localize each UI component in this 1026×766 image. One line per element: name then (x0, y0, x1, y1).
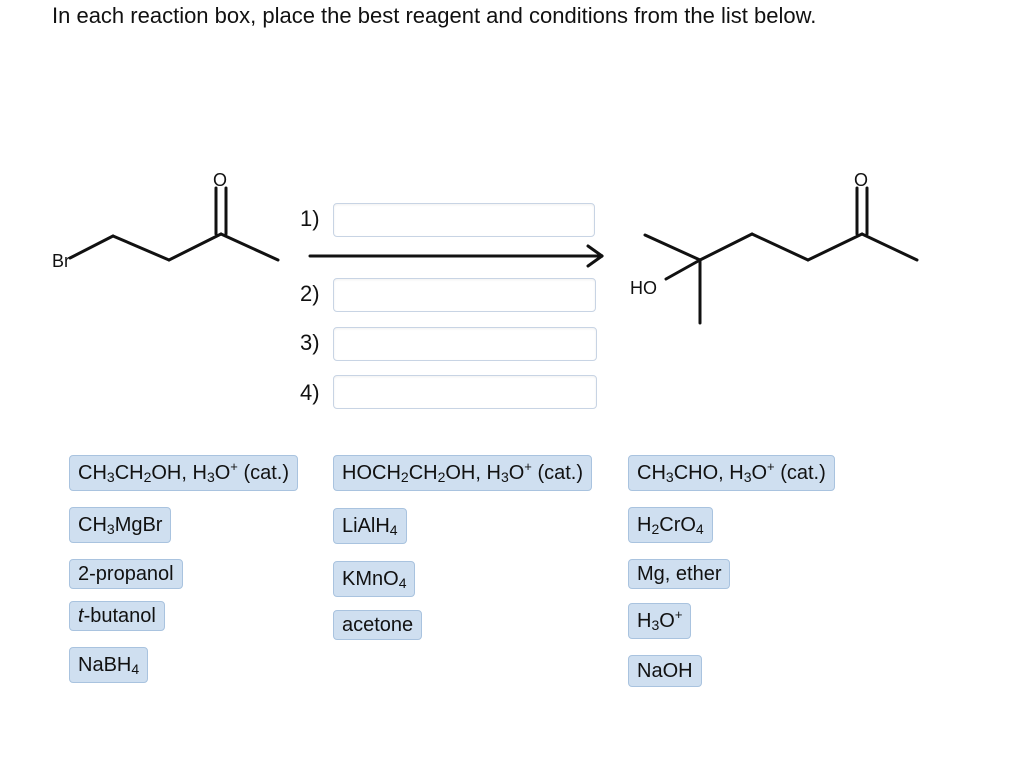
reagent-chip[interactable]: H3O+ (628, 603, 692, 639)
reagent-chip[interactable]: CH3CH2OH, H3O+ (cat.) (69, 455, 299, 491)
reagent-chip[interactable]: LiAlH4 (333, 508, 407, 544)
product-oxygen-label: O (854, 170, 868, 190)
reagent-chip[interactable]: CH3MgBr (69, 507, 172, 543)
step-label-3: 3) (300, 330, 320, 355)
step-label-2: 2) (300, 281, 320, 306)
reagent-chip[interactable]: HOCH2CH2OH, H3O+ (cat.) (333, 455, 593, 491)
reagent-chip[interactable]: CH3CHO, H3O+ (cat.) (628, 455, 835, 491)
reaction-box-1[interactable] (333, 203, 595, 237)
reagent-chip[interactable]: KMnO4 (333, 561, 416, 597)
reactant-bromine-label: Br (52, 251, 70, 271)
step-label-1: 1) (300, 206, 320, 231)
reaction-box-3[interactable] (333, 327, 597, 361)
reagent-chip[interactable]: t-butanol (69, 601, 165, 631)
reaction-box-2[interactable] (333, 278, 596, 312)
reagent-chip[interactable]: NaOH (628, 655, 702, 687)
step-label-4: 4) (300, 380, 320, 405)
reaction-arrow (308, 244, 604, 268)
reagent-chip[interactable]: acetone (333, 610, 423, 640)
reaction-box-4[interactable] (333, 375, 597, 409)
reagent-chip[interactable]: NaBH4 (69, 647, 149, 683)
reagent-chip[interactable]: 2-propanol (69, 559, 183, 589)
reagent-chip[interactable]: Mg, ether (628, 559, 731, 589)
reactant-oxygen-label: O (213, 170, 227, 190)
reactant-bonds (68, 186, 280, 262)
product-hydroxyl-label: HO (630, 278, 657, 298)
reagent-chip[interactable]: H2CrO4 (628, 507, 713, 543)
product-bonds (643, 186, 919, 325)
instruction-text: In each reaction box, place the best rea… (52, 3, 817, 28)
